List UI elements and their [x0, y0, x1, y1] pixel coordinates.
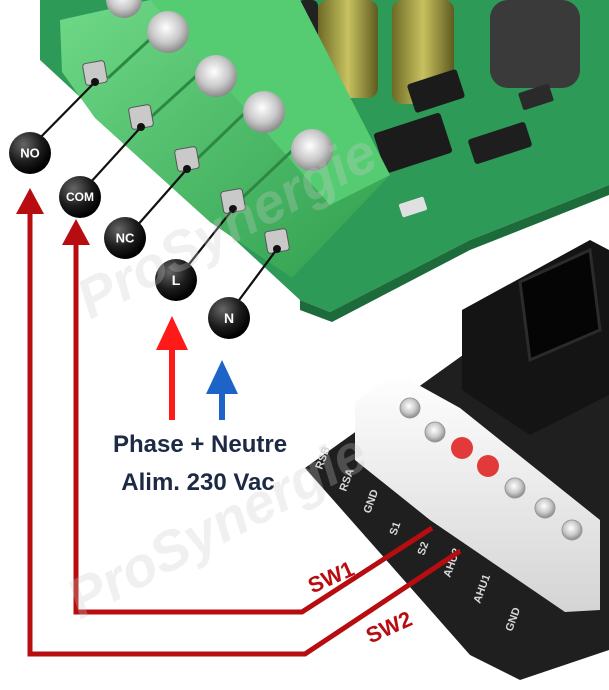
sw2-arrowhead: [16, 188, 44, 214]
smd-component: [518, 84, 554, 110]
svg-text:L: L: [172, 272, 181, 288]
terminal-nc: NC: [104, 217, 146, 259]
phase-arrowhead: [156, 316, 188, 350]
terminal-l: L: [155, 259, 197, 301]
smd-component: [398, 196, 428, 218]
pin-label: S2: [416, 540, 432, 557]
terminal-screw: [424, 421, 446, 443]
svg-text:NO: NO: [20, 146, 40, 161]
terminal-screw: [106, 0, 142, 18]
inductor: [490, 0, 580, 88]
relay-lead-dots: [91, 78, 281, 253]
sw1-arrowhead: [62, 219, 90, 245]
svg-text:N: N: [224, 310, 234, 326]
ic-chip: [407, 69, 465, 113]
terminal-no: NO: [9, 132, 51, 174]
terminal-screw: [291, 129, 333, 171]
rj45-jack-opening: [518, 247, 602, 363]
terminal-screw-red: [477, 455, 499, 477]
relay-pcb-edge: [300, 185, 609, 322]
terminal-labels: NO COM NC L N: [9, 132, 250, 339]
terminal-com: COM: [59, 176, 101, 218]
terminal-screw: [147, 11, 189, 53]
svg-text:NC: NC: [116, 231, 135, 246]
relay-module: [40, 0, 609, 322]
ic-chip: [374, 112, 452, 174]
svg-text:COM: COM: [66, 190, 94, 204]
smd-component: [468, 122, 532, 164]
terminal-screw: [504, 477, 526, 499]
terminal-n: N: [208, 297, 250, 339]
terminal-screw: [534, 497, 556, 519]
neutral-arrowhead: [206, 360, 238, 394]
power-arrows: [156, 316, 238, 420]
terminal-screw-red: [451, 437, 473, 459]
switch-wires: [16, 188, 462, 657]
terminal-block-dividers: [238, 146, 297, 202]
terminal-screw: [399, 397, 421, 419]
terminal-screw: [243, 91, 285, 133]
white-terminal-block: [355, 372, 600, 612]
sw2-wire: [27, 204, 462, 657]
pin-label: S1: [388, 520, 404, 537]
sw1-wire: [73, 235, 434, 615]
power-caption-line2: Alim. 230 Vac: [121, 469, 274, 496]
terminal-block-dividers: [194, 106, 252, 162]
terminal-screw: [561, 519, 583, 541]
terminal-screw: [195, 55, 237, 97]
power-caption-line1: Phase + Neutre: [113, 431, 287, 458]
